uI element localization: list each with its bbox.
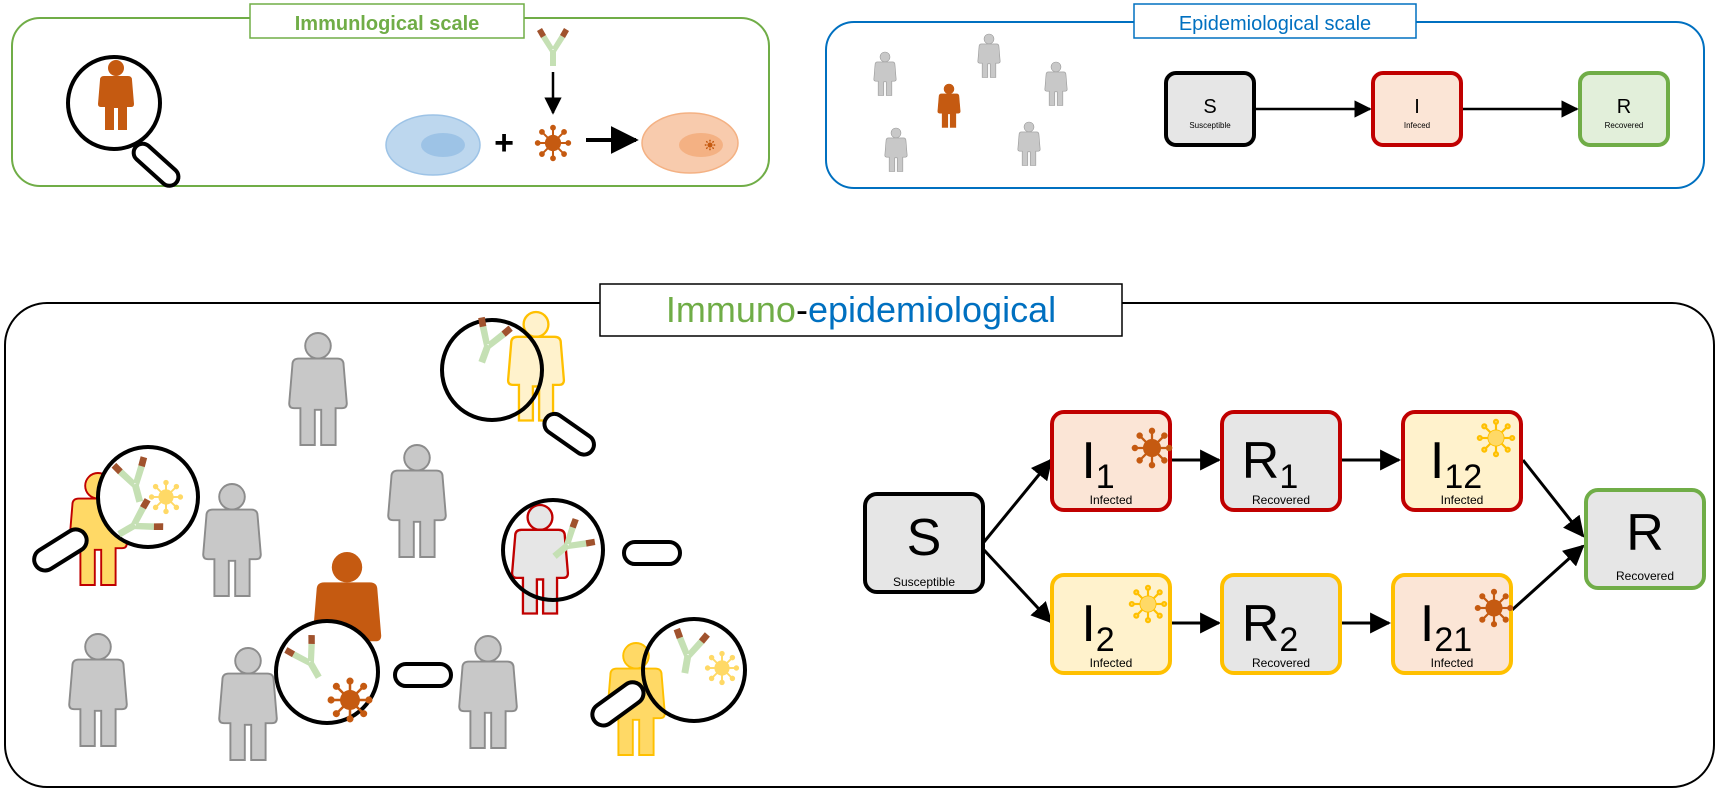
edge-I12-R [1521, 459, 1585, 538]
person-icon [873, 51, 897, 96]
virus-icon [1476, 418, 1516, 458]
svg-text:I: I [1414, 96, 1420, 118]
epi-node-S: S Susceptible [1164, 71, 1256, 147]
svg-text:I1: I1 [1081, 432, 1114, 496]
svg-text:Infected: Infected [1431, 656, 1474, 670]
edge-S-I2 [982, 548, 1053, 624]
svg-text:Infected: Infected [1090, 656, 1133, 670]
combined-model-diagram: S Susceptible I1 Infected R1 Recovered I… [863, 410, 1706, 675]
person-icon [387, 444, 447, 558]
svg-text:R: R [1617, 96, 1631, 118]
immunological-panel: Immunlogical scale + [11, 3, 770, 188]
infected-person-icon [937, 83, 961, 128]
svg-text:Susceptible: Susceptible [1189, 121, 1231, 130]
svg-text:Infected: Infected [1441, 493, 1484, 507]
recovered-person-icon [501, 498, 682, 615]
node-I21: I21 Infected [1391, 573, 1514, 675]
virus-icon [1131, 427, 1173, 469]
person-icon [288, 332, 348, 446]
svg-text:R: R [1626, 504, 1664, 562]
svg-text:Susceptible: Susceptible [893, 575, 955, 589]
svg-text:I21: I21 [1420, 595, 1472, 659]
person-icon [1017, 121, 1041, 166]
virus-icon [1474, 588, 1514, 628]
combined-title: Immuno-epidemiological [666, 289, 1056, 330]
infected-person-icon [590, 617, 747, 756]
svg-text:Recovered: Recovered [1616, 569, 1674, 583]
svg-text:I2: I2 [1081, 595, 1114, 659]
epidemiological-title-box [1133, 3, 1417, 39]
infected-cell-icon [641, 112, 739, 174]
combined-title-box [599, 283, 1123, 337]
person-icon [218, 647, 278, 761]
svg-text:S: S [907, 509, 942, 567]
node-I2: I2 Infected [1050, 573, 1172, 675]
combined-panel: Immuno-epidemiological [4, 283, 1715, 788]
antibody-icon [537, 28, 569, 66]
edge-S-I1 [982, 458, 1053, 543]
node-I12: I12 Infected [1401, 410, 1523, 512]
person-icon [458, 635, 518, 749]
person-icon [68, 633, 128, 747]
immunological-title: Immunlogical scale [295, 13, 480, 35]
host-cell-icon [385, 114, 481, 176]
svg-text:Infected: Infected [1090, 493, 1133, 507]
svg-text:Recovered: Recovered [1605, 121, 1644, 130]
svg-text:R2: R2 [1242, 595, 1298, 659]
virus-icon [1128, 584, 1168, 624]
virus-icon [534, 124, 572, 162]
epi-node-R: R Recovered [1578, 71, 1670, 147]
svg-text:S: S [1203, 96, 1216, 118]
magnifier-icon [66, 55, 181, 188]
person-icon [202, 483, 262, 597]
population-icons [873, 33, 1068, 172]
edge-I21-R [1510, 544, 1585, 612]
person-icon [1044, 61, 1068, 106]
node-I1: I1 Infected [1050, 410, 1173, 512]
node-R: R Recovered [1584, 488, 1706, 590]
svg-text:I12: I12 [1430, 432, 1482, 496]
node-R2: R2 Recovered [1220, 573, 1342, 675]
epidemiological-panel: Epidemiological scale S Susceptible I In… [825, 3, 1705, 189]
epidemiological-title: Epidemiological scale [1179, 13, 1371, 35]
node-R1: R1 Recovered [1220, 410, 1342, 512]
epi-node-I: I Infeced [1371, 71, 1463, 147]
infected-person-icon [274, 552, 453, 725]
recovered-person-icon [440, 310, 596, 457]
person-icon [884, 127, 908, 172]
svg-text:Infeced: Infeced [1404, 121, 1430, 130]
svg-text:Recovered: Recovered [1252, 493, 1310, 507]
person-icon [977, 33, 1001, 78]
plus-icon: + [494, 124, 514, 162]
infected-person-icon [32, 445, 200, 586]
svg-text:R1: R1 [1242, 432, 1298, 496]
node-S: S Susceptible [863, 492, 985, 594]
immunological-title-box [249, 3, 525, 39]
svg-text:Recovered: Recovered [1252, 656, 1310, 670]
